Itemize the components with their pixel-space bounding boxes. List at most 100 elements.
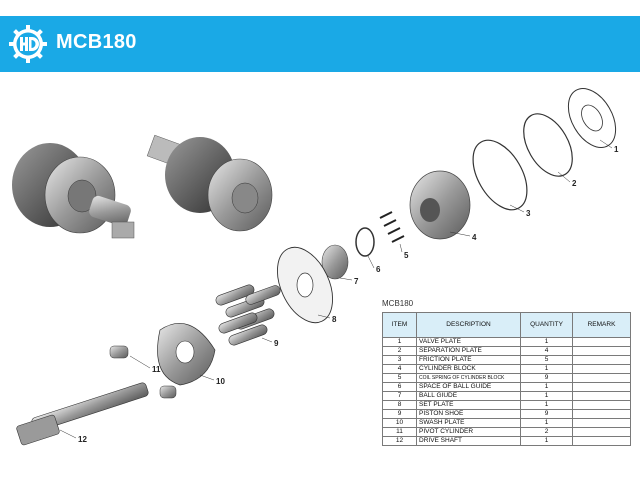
part-ball-guide: [321, 244, 349, 280]
cell-quantity: 1: [520, 418, 573, 428]
cell-quantity: 5: [520, 355, 573, 365]
cell-remark: [572, 436, 631, 446]
table-row: 7 BALL GIUDE 1: [382, 391, 631, 401]
table-row: 5 COIL SPRING OF CYLINDER BLOCK 9: [382, 373, 631, 383]
callout-6: 6: [376, 265, 381, 274]
part-drive-shaft: [16, 382, 149, 446]
part-friction-plate: [472, 139, 528, 211]
cell-item: 3: [382, 355, 417, 365]
part-set-plate: [277, 246, 333, 324]
callout-4: 4: [472, 233, 477, 242]
callout-11: 11: [152, 365, 161, 374]
hd-gear-logo-icon: [9, 25, 47, 63]
callout-1: 1: [614, 145, 619, 154]
table-row: 3 FRICTION PLATE 5: [382, 355, 631, 365]
cell-remark: [572, 418, 631, 428]
table-row: 8 SET PLATE 1: [382, 400, 631, 410]
cell-item: 5: [382, 373, 417, 383]
table-row: 4 CYLINDER BLOCK 1: [382, 364, 631, 374]
table-row: 6 SPACE OF BALL GUIDE 1: [382, 382, 631, 392]
cell-remark: [572, 373, 631, 383]
cell-remark: [572, 382, 631, 392]
part-coil-springs: [379, 211, 405, 243]
table-row: 9 PISTON SHOE 9: [382, 409, 631, 419]
cell-description: BALL GIUDE: [416, 391, 521, 401]
cell-item: 8: [382, 400, 417, 410]
parts-table-panel: MCB180 ITEM DESCRIPTION QUANTITY REMARK …: [382, 298, 631, 446]
cell-quantity: 1: [520, 382, 573, 392]
parts-table-header: ITEM DESCRIPTION QUANTITY REMARK: [382, 312, 631, 338]
part-valve-plate: [567, 88, 617, 148]
parts-table-caption: MCB180: [382, 299, 414, 308]
cell-quantity: 2: [520, 427, 573, 437]
cell-remark: [572, 427, 631, 437]
cell-item: 7: [382, 391, 417, 401]
cell-remark: [572, 400, 631, 410]
cell-remark: [572, 409, 631, 419]
cell-quantity: 1: [520, 436, 573, 446]
cell-description: PIVOT CYLINDER: [416, 427, 521, 437]
cell-quantity: 1: [520, 391, 573, 401]
col-description: DESCRIPTION: [416, 312, 521, 338]
callout-7: 7: [354, 277, 359, 286]
cell-item: 12: [382, 436, 417, 446]
table-row: 1 VALVE PLATE 1: [382, 337, 631, 347]
cell-remark: [572, 355, 631, 365]
cell-description: COIL SPRING OF CYLINDER BLOCK: [416, 373, 521, 383]
cell-item: 1: [382, 337, 417, 347]
header-bar: MCB180: [0, 16, 640, 72]
cell-description: PISTON SHOE: [416, 409, 521, 419]
col-item: ITEM: [382, 312, 417, 338]
cell-item: 11: [382, 427, 417, 437]
top-margin: [0, 0, 640, 16]
parts-table: ITEM DESCRIPTION QUANTITY REMARK 1 VALVE…: [382, 312, 631, 446]
cell-quantity: 1: [520, 400, 573, 410]
assembled-motor-center: [146, 134, 273, 232]
cell-item: 9: [382, 409, 417, 419]
col-quantity: QUANTITY: [520, 312, 573, 338]
part-cylinder-block: [409, 170, 471, 240]
exploded-parts-diagram: 1 2 3 4 5 6 7 8 9 10 11 12: [12, 88, 619, 446]
cell-description: SET PLATE: [416, 400, 521, 410]
cell-description: SPACE OF BALL GUIDE: [416, 382, 521, 392]
part-ball-guide-spacer: [355, 227, 375, 257]
cell-item: 10: [382, 418, 417, 428]
cell-remark: [572, 364, 631, 374]
cell-quantity: 1: [520, 337, 573, 347]
cell-item: 2: [382, 346, 417, 356]
cell-description: DRIVE SHAFT: [416, 436, 521, 446]
part-swash-plate: [157, 322, 216, 386]
cell-remark: [572, 391, 631, 401]
cell-quantity: 9: [520, 373, 573, 383]
table-row: 10 SWASH PLATE 1: [382, 418, 631, 428]
leader-lines: [59, 139, 613, 439]
callout-9: 9: [274, 339, 279, 348]
callout-8: 8: [332, 315, 337, 324]
assembled-motor-left: [12, 143, 135, 239]
cell-description: VALVE PLATE: [416, 337, 521, 347]
callout-12: 12: [78, 435, 87, 444]
cell-item: 4: [382, 364, 417, 374]
cell-item: 6: [382, 382, 417, 392]
cell-description: CYLINDER BLOCK: [416, 364, 521, 374]
table-row: 11 PIVOT CYLINDER 2: [382, 427, 631, 437]
callout-3: 3: [526, 209, 531, 218]
brand-title: MCB180: [56, 31, 137, 53]
callout-10: 10: [216, 377, 225, 386]
cell-description: FRICTION PLATE: [416, 355, 521, 365]
callout-2: 2: [572, 179, 577, 188]
part-pivot-cylinders: [109, 345, 177, 399]
table-row: 2 SEPARATION PLATE 4: [382, 346, 631, 356]
cell-remark: [572, 337, 631, 347]
table-row: 12 DRIVE SHAFT 1: [382, 436, 631, 446]
cell-description: SWASH PLATE: [416, 418, 521, 428]
cell-description: SEPARATION PLATE: [416, 346, 521, 356]
cell-remark: [572, 346, 631, 356]
cell-quantity: 1: [520, 364, 573, 374]
cell-quantity: 9: [520, 409, 573, 419]
cell-quantity: 4: [520, 346, 573, 356]
callout-5: 5: [404, 251, 409, 260]
part-separation-plate: [523, 113, 573, 177]
part-piston-shoes: [215, 284, 281, 346]
col-remark: REMARK: [572, 312, 631, 338]
